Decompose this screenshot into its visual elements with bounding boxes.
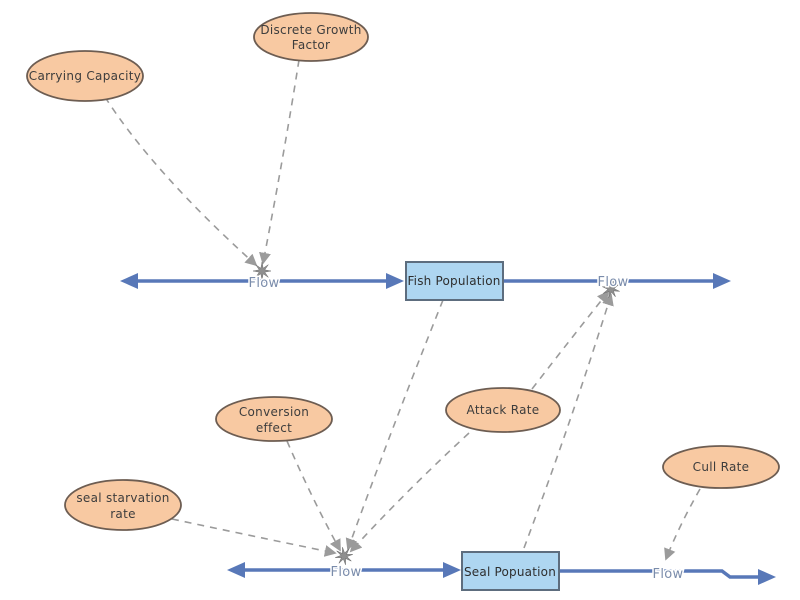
fish-inflow-arrowhead-icon xyxy=(386,273,404,289)
seal-starvation-rate-label-line2: rate xyxy=(110,507,136,521)
seal-outflow-pipe[interactable] xyxy=(559,569,759,579)
carrying-capacity-ellipse[interactable] xyxy=(26,50,144,102)
seal-inflow-source-arrowhead-icon xyxy=(227,562,245,578)
fish-inflow-valve-icon[interactable] xyxy=(252,261,272,281)
cull-rate-ellipse[interactable] xyxy=(662,445,780,489)
fish-inflow-label[interactable]: Flow xyxy=(247,275,281,293)
seal-inflow-valve-icon[interactable] xyxy=(334,546,355,567)
attack-rate-label: Attack Rate xyxy=(467,403,540,417)
link-fish-population-to-seal-inflow[interactable] xyxy=(345,299,444,551)
variable-cull-rate[interactable]: Cull Rate xyxy=(662,445,780,489)
link-discrete-growth-factor-to-fish-inflow[interactable] xyxy=(259,59,300,265)
fish-outflow-valve-icon[interactable] xyxy=(600,278,622,300)
link-attack-rate-to-seal-inflow[interactable] xyxy=(349,432,470,553)
variable-attack-rate[interactable]: Attack Rate xyxy=(445,387,561,433)
variable-carrying-capacity[interactable]: Carrying Capacity xyxy=(26,50,144,102)
seal-population-box[interactable] xyxy=(461,551,560,591)
fish-outflow-arrowhead-icon xyxy=(713,273,731,289)
fish-inflow-source-arrowhead-icon xyxy=(120,273,138,289)
seal-inflow-arrowhead-icon xyxy=(443,562,461,578)
attack-rate-ellipse[interactable] xyxy=(445,387,561,433)
fish-population-box[interactable] xyxy=(405,261,504,301)
fish-population-label: Fish Population xyxy=(407,274,500,288)
flow-labels: Flow Flow Flow Flow xyxy=(247,274,685,584)
flows xyxy=(120,273,776,585)
link-carrying-capacity-to-fish-inflow[interactable] xyxy=(104,96,258,267)
seal-inflow-label[interactable]: Flow xyxy=(329,564,363,582)
link-seal-population-to-fish-outflow[interactable] xyxy=(523,293,614,549)
conversion-effect-label-line2: effect xyxy=(256,421,292,435)
seal-starvation-rate-ellipse[interactable] xyxy=(64,479,182,531)
link-conversion-effect-to-seal-inflow[interactable] xyxy=(286,440,341,552)
link-attack-rate-to-fish-outflow[interactable] xyxy=(531,290,610,390)
cull-rate-label: Cull Rate xyxy=(693,460,750,474)
stock-seal-population[interactable]: Seal Popuation xyxy=(461,551,560,591)
seal-outflow-label[interactable]: Flow xyxy=(651,566,685,584)
conversion-effect-ellipse[interactable] xyxy=(215,396,333,442)
conversion-effect-label-line1: Conversion xyxy=(239,405,309,419)
discrete-growth-factor-label-line2: Factor xyxy=(292,38,331,52)
link-seal-starvation-rate-to-seal-inflow[interactable] xyxy=(171,518,337,557)
information-links xyxy=(104,59,701,561)
discrete-growth-factor-label-line1: Discrete Growth xyxy=(260,23,361,37)
seal-population-label: Seal Popuation xyxy=(464,565,556,579)
stock-fish-population[interactable]: Fish Population xyxy=(405,261,504,301)
flow-valves xyxy=(252,261,622,567)
carrying-capacity-label: Carrying Capacity xyxy=(29,69,141,83)
variable-discrete-growth-factor[interactable]: Discrete Growth Factor xyxy=(253,12,369,62)
fish-outflow-label[interactable]: Flow xyxy=(596,274,630,292)
discrete-growth-factor-ellipse[interactable] xyxy=(253,12,369,62)
variable-conversion-effect[interactable]: Conversion effect xyxy=(215,396,333,442)
seal-outflow-arrowhead-icon xyxy=(758,569,776,585)
link-cull-rate-to-seal-outflow[interactable] xyxy=(664,488,701,561)
variable-seal-starvation-rate[interactable]: seal starvation rate xyxy=(64,479,182,531)
seal-starvation-rate-label-line1: seal starvation xyxy=(76,491,169,505)
